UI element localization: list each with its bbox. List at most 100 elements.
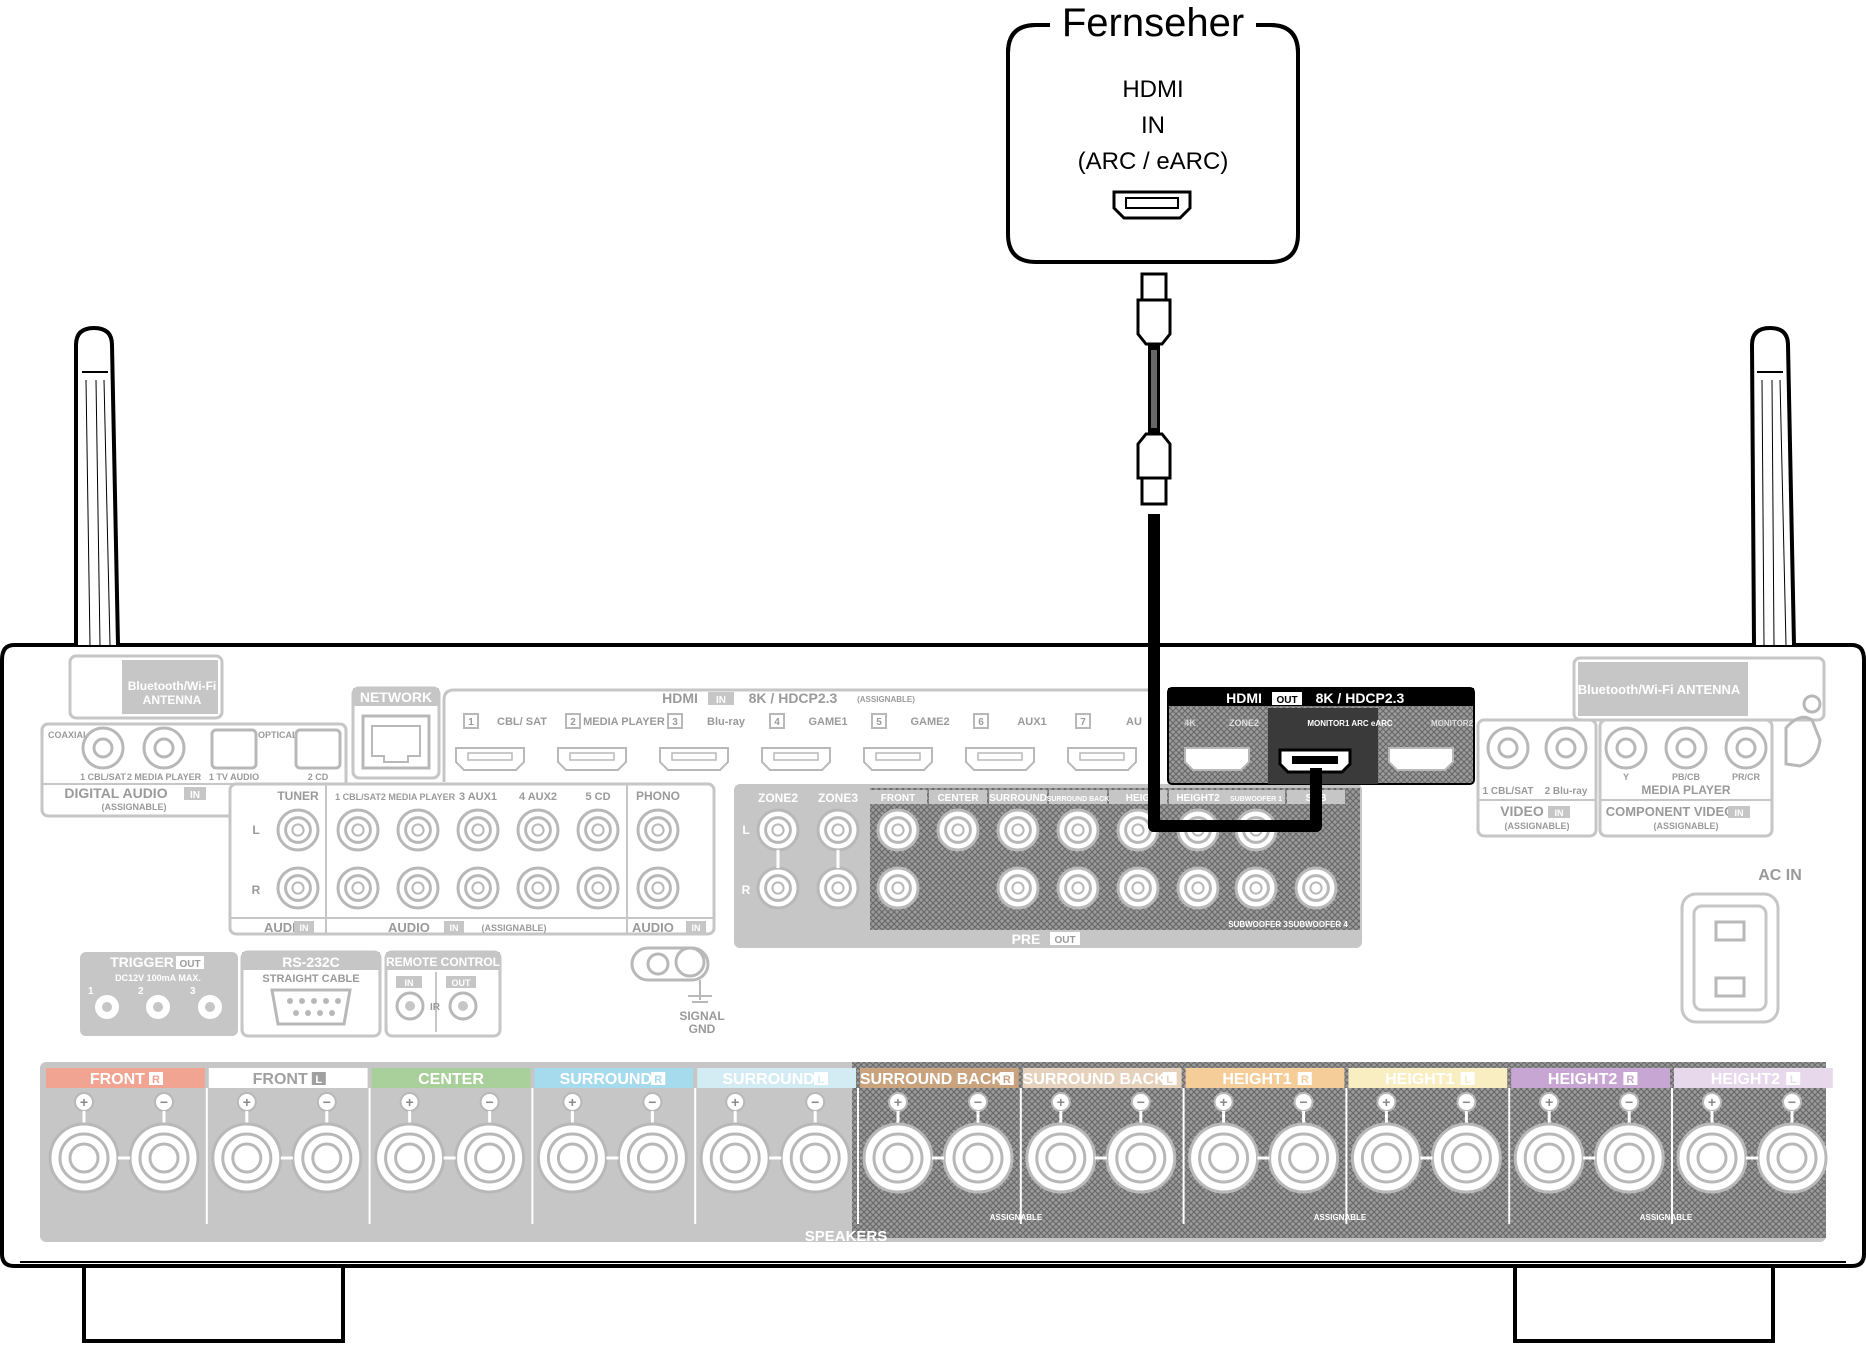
antenna-left-label-1: Bluetooth/Wi-Fi <box>128 679 217 693</box>
speaker-terminal-5-2 <box>779 1122 851 1194</box>
speaker-group-side-5: L <box>818 1074 825 1086</box>
speaker-terminal-sign-8-1: + <box>1220 1094 1228 1110</box>
video-badge: IN <box>1555 808 1564 818</box>
speaker-terminal-sign-9-1: + <box>1382 1094 1390 1110</box>
hdmi-in-port-label-3: Blu-ray <box>707 716 746 728</box>
network-jack <box>371 725 421 763</box>
pre-out-jack-bottom-3 <box>996 866 1040 910</box>
hdmi-in-port-label-4: GAME1 <box>808 716 847 728</box>
hdmi-in-port-num-4: 4 <box>774 717 780 728</box>
hdmi-in-port-label-5: GAME2 <box>910 716 949 728</box>
speaker-terminal-7-2 <box>1105 1122 1177 1194</box>
hdmi-in-port-6 <box>965 747 1035 771</box>
speaker-group-side-6: R <box>1003 1074 1011 1086</box>
speaker-terminal-sign-11-1: + <box>1708 1094 1716 1110</box>
pre-out-jack-bottom-4 <box>1056 866 1100 910</box>
phono-label: PHONO <box>636 789 680 803</box>
pre-out-channel-label-7: SUBWOOFER 1 <box>1230 796 1282 803</box>
subwoofer4-label: SUBWOOFER 4 <box>1288 920 1348 929</box>
pre-out-jack-top-1 <box>876 808 920 852</box>
hdmi-in-port-label-1: CBL/ SAT <box>497 716 547 728</box>
trigger-num-3: 3 <box>190 986 196 997</box>
digital-input-3: 1 TV AUDIO <box>209 772 259 782</box>
audio-in-jack-r-1 <box>336 866 380 910</box>
speaker-terminal-sign-3-2: − <box>486 1094 494 1110</box>
trigger-label: TRIGGER <box>110 954 174 970</box>
speaker-terminal-sign-7-1: + <box>1057 1094 1065 1110</box>
receiver-foot-right <box>1513 1268 1775 1343</box>
hdmi-out-monitor2-label: MONITOR2 <box>1431 719 1474 728</box>
hdmi-in-badge: IN <box>716 695 726 706</box>
speaker-group-label-3: CENTER <box>418 1071 484 1088</box>
speaker-terminal-9-2 <box>1430 1122 1502 1194</box>
speaker-terminal-sign-3-1: + <box>406 1094 414 1110</box>
speaker-terminal-7-1 <box>1025 1122 1097 1194</box>
trigger-num-2: 2 <box>138 986 144 997</box>
component-assignable: (ASSIGNABLE) <box>1654 821 1719 831</box>
speaker-terminal-4-2 <box>616 1122 688 1194</box>
digital-audio-section: COAXIAL OPTICAL 1 CBL/SAT 2 MEDIA PLAYER… <box>40 722 348 818</box>
audio-in-jack-r-4 <box>516 866 560 910</box>
component-badge: IN <box>1735 808 1744 818</box>
audio-phono-badge: IN <box>692 923 701 933</box>
antenna-right-label: Bluetooth/Wi-Fi ANTENNA <box>1578 682 1741 697</box>
video-jack-1 <box>1486 726 1530 770</box>
audio-in-input-label-5: 5 CD <box>585 791 610 803</box>
svg-text:L: L <box>742 823 749 837</box>
video-input-2: 2 Blu-ray <box>1545 786 1588 797</box>
hdmi-in-title: HDMI <box>662 690 698 706</box>
speaker-terminal-sign-4-1: + <box>568 1094 576 1110</box>
tv-port-line1: HDMI <box>1122 76 1183 103</box>
digital-audio-label: DIGITAL AUDIO <box>64 785 167 801</box>
component-jack-y <box>1604 726 1648 770</box>
component-video-label: COMPONENT VIDEO <box>1606 804 1735 819</box>
antenna-right <box>1749 325 1796 646</box>
optical-jack-2 <box>294 728 342 770</box>
speaker-terminal-sign-4-2: − <box>648 1094 656 1110</box>
antenna-left-label-2: ANTENNA <box>143 693 202 707</box>
speaker-group-label-5: SURROUND <box>722 1071 814 1088</box>
speaker-terminal-sign-10-1: + <box>1545 1094 1553 1110</box>
optical-label: OPTICAL <box>258 730 298 740</box>
tv-hdmi-port-icon <box>1112 190 1192 220</box>
component-y-label: Y <box>1623 772 1629 782</box>
speakers-assignable-3: ASSIGNABLE <box>1640 1213 1693 1222</box>
pre-out-jack-bottom-6 <box>1176 866 1220 910</box>
hdmi-in-port-7 <box>1067 747 1137 771</box>
hdmi-out-monitor1-label: MONITOR1 ARC eARC <box>1307 719 1393 728</box>
hdmi-out-4k-label: 4K <box>1184 718 1196 728</box>
speaker-terminal-6-2 <box>942 1122 1014 1194</box>
pre-out-channel-label-5: HEIG <box>1126 793 1151 804</box>
phono-jack-r <box>636 866 680 910</box>
tv-port-line2: IN <box>1141 112 1165 139</box>
pre-out-jack-bottom-1 <box>876 866 920 910</box>
video-section: 1 CBL/SAT 2 Blu-ray VIDEO IN (ASSIGNABLE… <box>1476 718 1774 838</box>
pre-out-jack-top-2 <box>936 808 980 852</box>
speaker-terminal-6-1 <box>862 1122 934 1194</box>
zone3-jack-l <box>816 808 860 852</box>
pre-out-channel-label-6: HEIGHT2 <box>1176 793 1220 804</box>
remote-control-label: REMOTE CONTROL <box>386 955 500 969</box>
speaker-terminal-9-1 <box>1350 1122 1422 1194</box>
speaker-group-label-4: SURROUND <box>560 1071 652 1088</box>
hdmi-out-badge: OUT <box>1276 695 1297 706</box>
speaker-terminal-sign-2-1: + <box>243 1094 251 1110</box>
hdmi-out-section: HDMI OUT 8K / HDCP2.3 4K ZONE2 MONITOR1 … <box>1167 687 1475 785</box>
hdmi-in-port-num-6: 6 <box>978 717 984 728</box>
audio-tuner-badge: IN <box>300 923 309 933</box>
speakers-assignable-2: ASSIGNABLE <box>1314 1213 1367 1222</box>
zone2-label: ZONE2 <box>758 791 798 805</box>
pre-out-channel-label-1: FRONT <box>881 793 915 804</box>
speaker-terminal-sign-6-1: + <box>894 1094 902 1110</box>
speaker-terminal-sign-5-1: + <box>731 1094 739 1110</box>
pre-out-jack-bottom-8 <box>1294 866 1338 910</box>
speaker-terminal-1-2 <box>128 1122 200 1194</box>
speaker-group-side-8: R <box>1301 1074 1309 1086</box>
speaker-terminal-11-2 <box>1756 1122 1828 1194</box>
audio-in-label: AUDIO <box>388 920 430 935</box>
speaker-terminal-4-1 <box>536 1122 608 1194</box>
hdmi-out-title: HDMI <box>1226 690 1262 706</box>
hdmi-in-port-5 <box>863 747 933 771</box>
